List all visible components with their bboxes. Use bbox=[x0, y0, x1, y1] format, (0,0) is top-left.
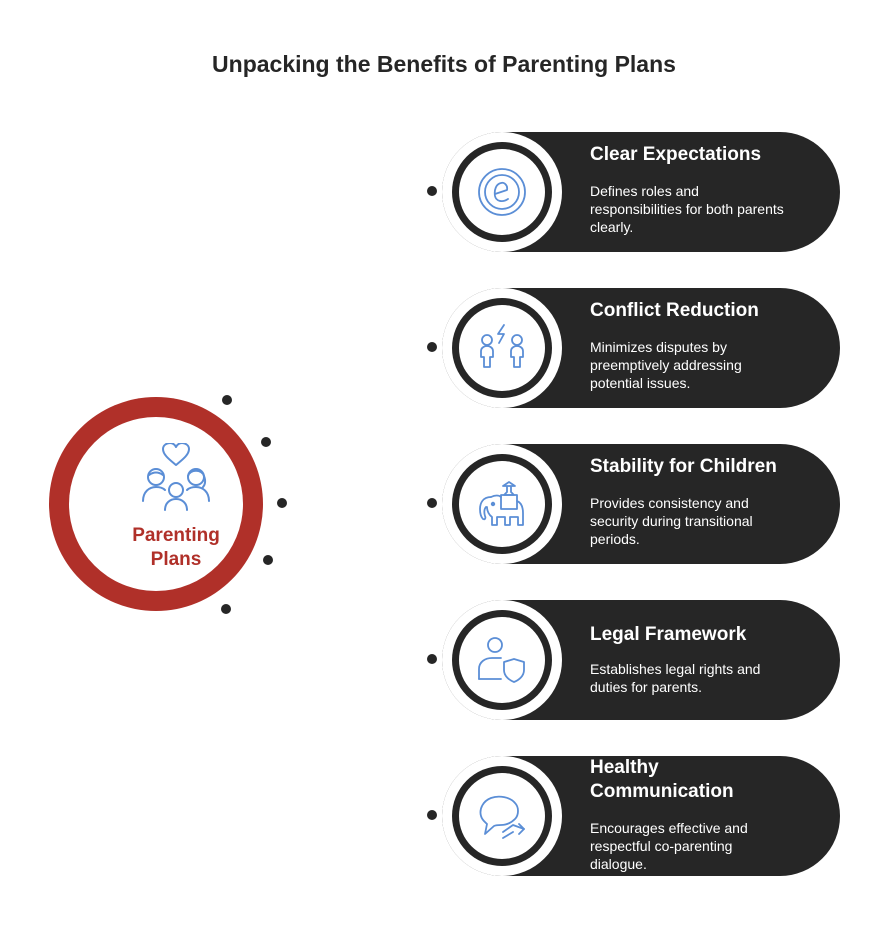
card-icon-badge bbox=[442, 132, 562, 252]
connector-dot bbox=[263, 555, 273, 565]
benefit-description: Establishes legal rights and duties for … bbox=[590, 661, 761, 695]
connector-dot bbox=[427, 810, 437, 820]
connector-dot bbox=[427, 342, 437, 352]
hub-label-line1: Parenting bbox=[132, 525, 220, 546]
conflict-people-icon bbox=[480, 324, 524, 368]
benefit-title: Legal Framework bbox=[590, 624, 747, 645]
page-title: Unpacking the Benefits of Parenting Plan… bbox=[212, 51, 676, 77]
connector-dot bbox=[261, 437, 271, 447]
family-heart-icon bbox=[142, 443, 210, 511]
benefit-description: Defines roles and responsibilities for b… bbox=[590, 183, 784, 235]
benefit-description: Minimizes disputes by preemptively addre… bbox=[590, 339, 742, 391]
benefit-description: Encourages effective and respectful co-p… bbox=[590, 820, 748, 872]
benefit-card-legal-framework: Legal Framework Establishes legal rights… bbox=[442, 600, 840, 720]
connector-dot bbox=[222, 395, 232, 405]
benefit-title: Clear Expectations bbox=[590, 144, 762, 165]
card-icon-badge bbox=[442, 600, 562, 720]
person-shield-icon bbox=[478, 637, 525, 683]
connector-dot bbox=[427, 654, 437, 664]
benefit-title: Healthy Communication bbox=[590, 757, 734, 802]
card-icon-badge bbox=[442, 288, 562, 408]
benefit-card-conflict-reduction: Conflict Reduction Minimizes disputes by… bbox=[442, 288, 840, 408]
benefit-card-stability-for-children: Stability for Children Provides consiste… bbox=[442, 444, 840, 564]
connector-dot bbox=[221, 604, 231, 614]
benefit-card-clear-expectations: Clear Expectations Defines roles and res… bbox=[442, 132, 840, 252]
card-icon-badge bbox=[442, 756, 562, 876]
card-icon-badge bbox=[442, 444, 562, 564]
benefit-card-healthy-communication: Healthy Communication Encourages effecti… bbox=[442, 756, 840, 876]
connector-dot bbox=[427, 498, 437, 508]
hub-label-line2: Plans bbox=[150, 549, 202, 570]
expectation-coin-icon bbox=[478, 168, 526, 216]
hub-label: Parenting Plans bbox=[79, 524, 273, 572]
connector-dot bbox=[277, 498, 287, 508]
elephant-icon bbox=[479, 481, 524, 526]
hub-inner-circle: Parenting Plans bbox=[69, 417, 243, 591]
speech-bubble-icon bbox=[479, 795, 525, 839]
connector-dot bbox=[427, 186, 437, 196]
benefit-description: Provides consistency and security during… bbox=[590, 495, 753, 547]
benefit-title: Stability for Children bbox=[590, 456, 777, 477]
benefit-title: Conflict Reduction bbox=[590, 300, 759, 321]
hub-parenting-plans: Parenting Plans bbox=[49, 397, 263, 611]
